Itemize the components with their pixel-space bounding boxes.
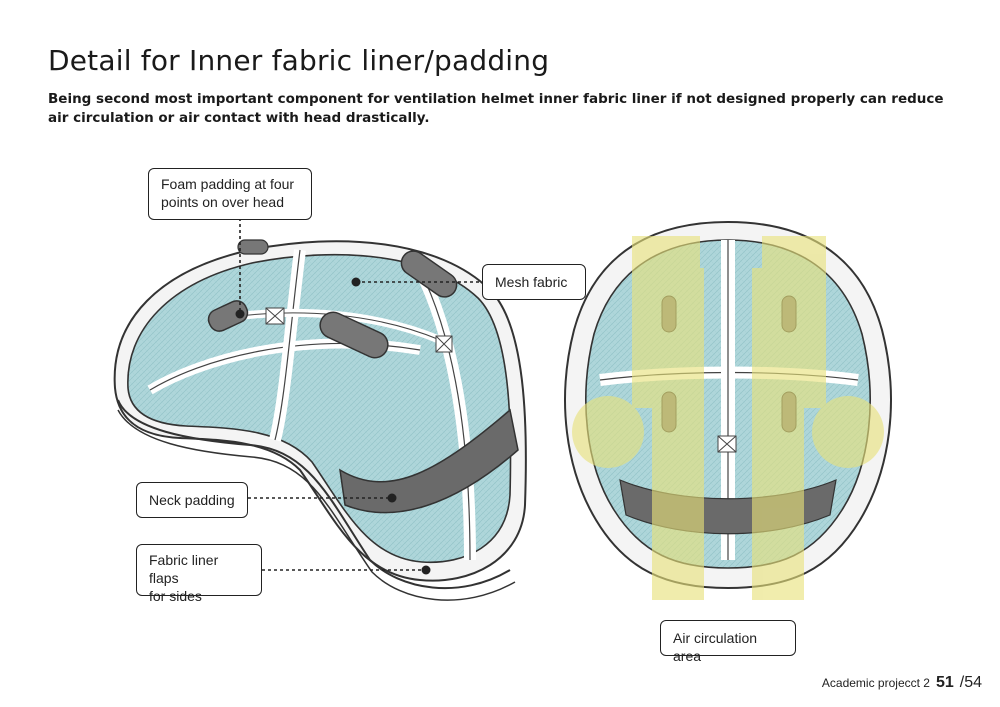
callout-neck-line1: Neck padding xyxy=(149,492,235,508)
callout-fabric-flaps: Fabric liner flaps for sides xyxy=(136,544,262,604)
callout-mesh-line1: Mesh fabric xyxy=(495,274,568,290)
footer-page-number: 51 xyxy=(935,674,954,691)
callout-foam-padding: Foam padding at four points on over head xyxy=(148,168,312,220)
callout-air-line1: Air circulation area xyxy=(673,630,758,664)
page-title: Detail for Inner fabric liner/padding xyxy=(48,44,550,77)
footer-page-total: /54 xyxy=(959,674,982,691)
leader-dots xyxy=(235,277,431,575)
leader-lines xyxy=(239,218,482,571)
helmet-top-view xyxy=(564,220,892,600)
callout-foam-line2: points on over head xyxy=(161,194,284,210)
air-circulation-highlight xyxy=(572,236,884,600)
helmet-side-view xyxy=(113,239,527,601)
callout-foam-line1: Foam padding at four xyxy=(161,176,295,192)
footer-project: Academic projecct 2 xyxy=(821,676,930,690)
callout-flaps-line2: for sides xyxy=(149,588,202,604)
callout-neck-padding: Neck padding xyxy=(136,482,248,518)
callout-air-circulation: Air circulation area xyxy=(660,620,796,664)
callout-mesh-fabric: Mesh fabric xyxy=(482,264,586,300)
callout-flaps-line1: Fabric liner flaps xyxy=(149,552,219,586)
page-footer: Academic projecct 2 51 /54 xyxy=(822,674,982,692)
page-subtitle: Being second most important component fo… xyxy=(48,91,944,126)
